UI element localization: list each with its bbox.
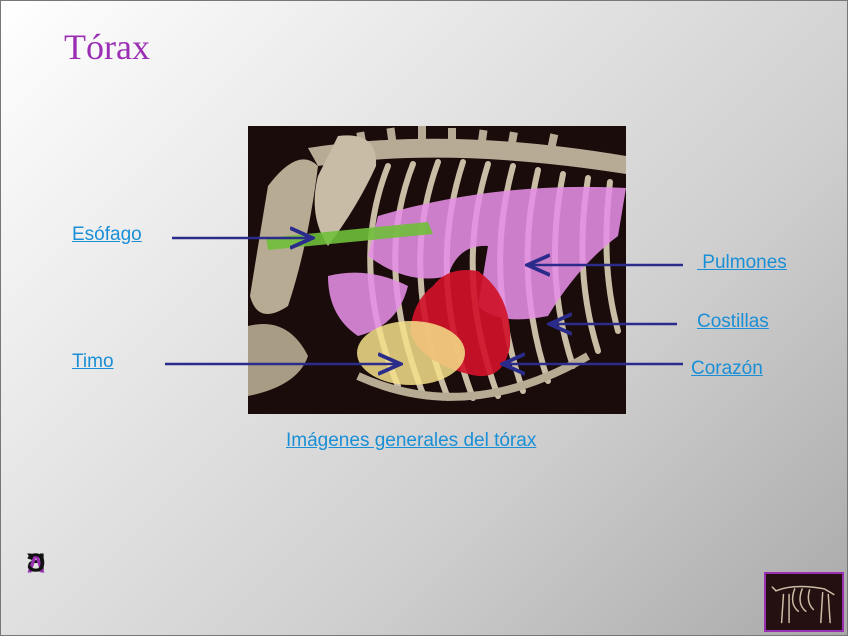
costillas-link[interactable]: Costillas bbox=[697, 311, 769, 332]
skeleton-thumbnail-graphic bbox=[766, 574, 842, 630]
scapula bbox=[314, 135, 377, 246]
slide-title: Tórax bbox=[64, 27, 150, 67]
spine bbox=[308, 126, 626, 174]
lungs bbox=[368, 186, 626, 320]
pulmones-link[interactable]: Pulmones bbox=[697, 252, 787, 273]
corazon-link[interactable]: Corazón bbox=[691, 358, 763, 379]
thorax-illustration bbox=[248, 126, 626, 414]
esofago-link[interactable]: Esófago bbox=[72, 224, 142, 245]
thymus bbox=[357, 321, 465, 385]
skeleton-thumbnail-icon[interactable] bbox=[764, 572, 844, 632]
sternum bbox=[356, 352, 591, 401]
thorax-image bbox=[248, 126, 626, 414]
logo-letter-c: C bbox=[25, 547, 46, 578]
timo-link[interactable]: Timo bbox=[72, 351, 114, 372]
caption-link[interactable]: Imágenes generales del tórax bbox=[286, 430, 537, 451]
